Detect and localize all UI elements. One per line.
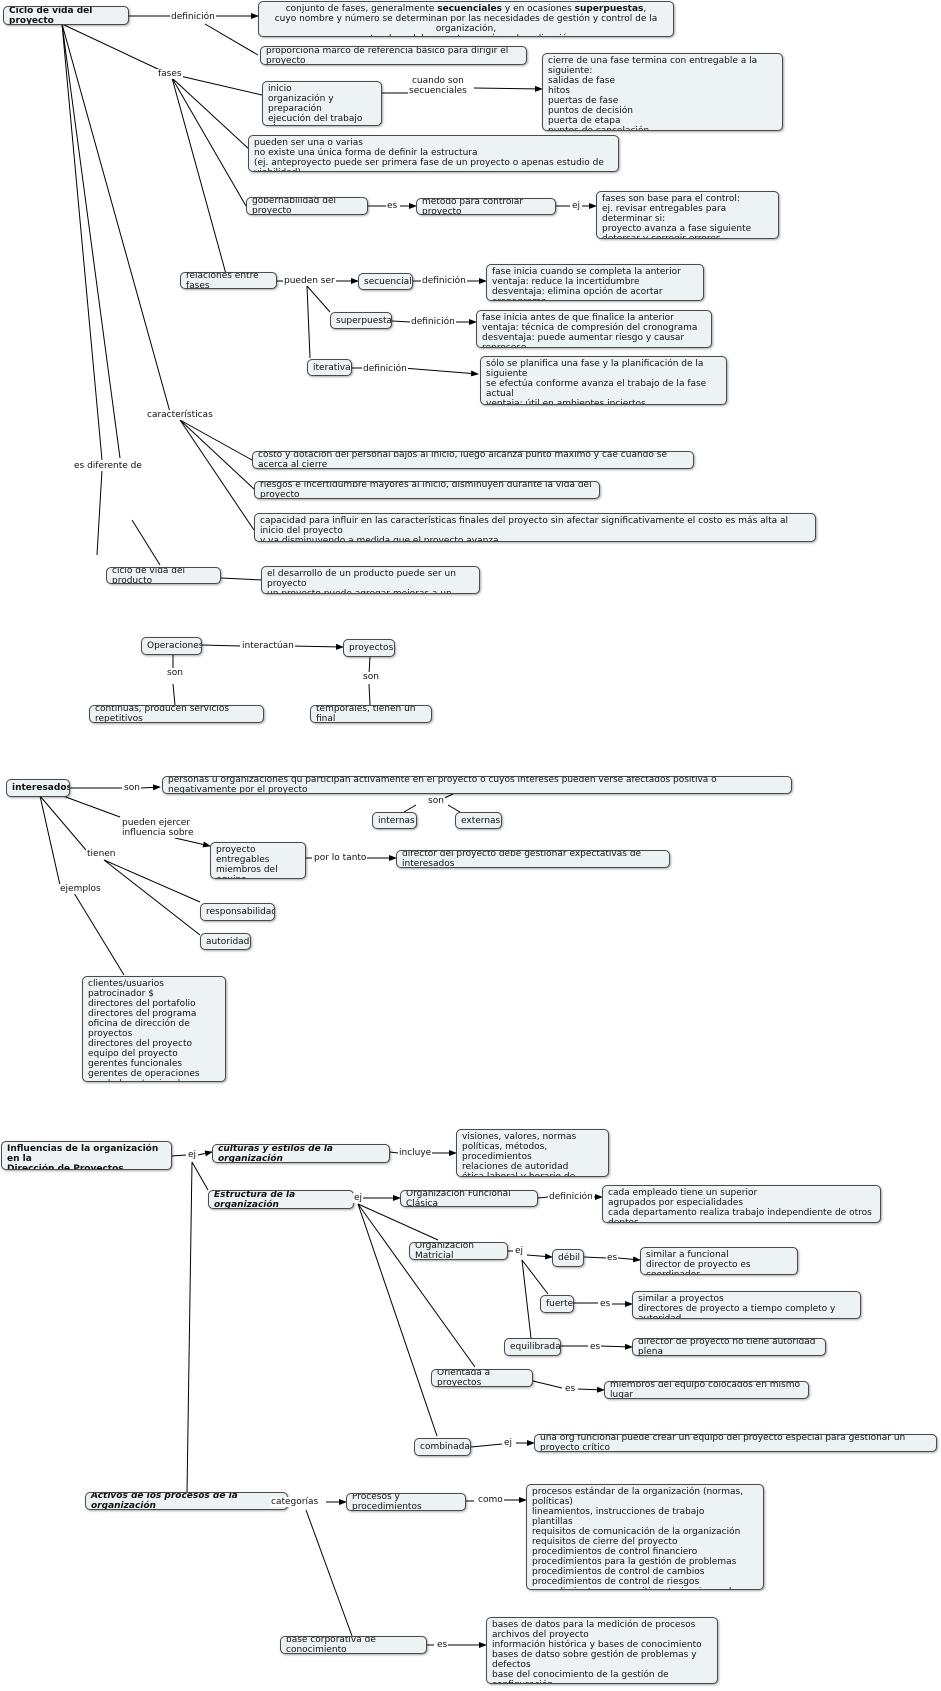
temporales-node: temporales, tienen un final: [310, 705, 432, 723]
label-caracteristicas: características: [146, 410, 214, 420]
estructura-organizacion-node: Estructura de la organización: [208, 1190, 354, 1209]
label-es: es: [564, 1384, 577, 1394]
label-ejemplos: ejemplos: [59, 884, 102, 894]
orientada-es-node: miembros del equipo colocados en mismo l…: [604, 1381, 809, 1399]
fases-base-control-node: fases son base para el control: ej. revi…: [596, 191, 779, 239]
metodo-controlar-node: método para controlar proyecto: [416, 198, 556, 215]
secuencial-def-node: fase inicia cuando se completa la anteri…: [486, 264, 704, 301]
una-o-varias-node: pueden ser una o varias no existe una ún…: [248, 135, 619, 172]
superpuesta-node: superpuesta: [330, 312, 392, 329]
label-es: es: [436, 1640, 449, 1650]
label-son: son: [123, 783, 141, 793]
influencias-node: Influencias de la organización en la Dir…: [1, 1141, 172, 1170]
label-definicion: definición: [170, 12, 216, 22]
ciclo-vida-producto-node: ciclo de vida del producto: [106, 567, 221, 584]
label-pueden-ejercer: pueden ejercer influencia sobre: [121, 818, 195, 838]
desarrollo-producto-node: el desarrollo de un producto puede ser u…: [261, 566, 480, 594]
secuencial-node: secuencial: [358, 273, 413, 290]
ejemplos-list-node: clientes/usuarios patrocinador $ directo…: [82, 976, 226, 1082]
label-ej: ej: [503, 1438, 514, 1448]
responsabilidad-node: responsabilidad: [200, 903, 275, 921]
label-es: es: [606, 1253, 619, 1263]
marco-referencia-node: proporciona marco de referencia básico p…: [260, 46, 527, 65]
personas-organizaciones-node: personas u organizaciones qu participan …: [162, 776, 792, 794]
capacidad-influir-node: capacidad para influir en las caracterís…: [254, 513, 816, 542]
funcional-def-node: cada empleado tiene un superior agrupado…: [602, 1185, 881, 1223]
equilibrada-es-node: director de proyecto no tiene autoridad …: [632, 1338, 826, 1356]
superpuesta-def-node: fase inicia antes de que finalice la ant…: [476, 310, 712, 348]
label-ej: ej: [514, 1246, 525, 1256]
director-gestionar-node: director del proyecto debe gestionar exp…: [396, 850, 670, 868]
combinada-node: combinada: [414, 1438, 471, 1456]
visiones-valores-node: visiones, valores, normas políticas, mét…: [456, 1129, 609, 1177]
base-corporativa-node: base corporativa de conocimiento: [280, 1636, 427, 1654]
activos-procesos-node: Activos de los procesos de la organizaci…: [85, 1492, 288, 1510]
gobernabilidad-node: gobernabilidad del proyecto: [246, 197, 368, 215]
label-categorias: categorías: [270, 1497, 320, 1507]
label-es-diferente: es diferente de: [73, 461, 143, 471]
fases-list-node: inicio organización y preparación ejecuc…: [262, 81, 382, 126]
label-pueden-ser: pueden ser: [283, 276, 336, 286]
fuerte-es-node: similar a proyectos directores de proyec…: [632, 1291, 861, 1319]
label-ej: ej: [187, 1150, 198, 1160]
debil-es-node: similar a funcional director de proyecto…: [640, 1247, 798, 1275]
label-fases: fases: [157, 69, 183, 79]
label-definicion: definición: [548, 1192, 594, 1202]
label-son: son: [362, 672, 380, 682]
definicion-conjunto-fases-node: conjunto de fases, generalmente secuenci…: [258, 1, 674, 37]
proyectos-node: proyectos: [343, 639, 395, 657]
iterativa-node: iterativa: [307, 359, 352, 376]
label-definicion: definición: [362, 364, 408, 374]
externas-node: externas: [455, 812, 502, 829]
label-ej: ej: [571, 201, 582, 211]
combinada-ej-node: una org funcional puede crear un equipo …: [534, 1434, 937, 1452]
label-como: como: [477, 1495, 504, 1505]
orientada-proyectos-node: Orientada a proyectos: [431, 1369, 533, 1387]
bases-datos-list-node: bases de datos para la medición de proce…: [486, 1617, 718, 1684]
relaciones-fases-node: relaciones entre fases: [180, 272, 277, 289]
label-son: son: [427, 796, 445, 806]
label-es: es: [599, 1299, 612, 1309]
label-ej: ej: [353, 1193, 364, 1203]
label-incluye: incluye: [398, 1148, 433, 1158]
riesgos-node: riesgos e incertidumbre mayores al inici…: [254, 481, 600, 499]
label-definicion: definición: [410, 317, 456, 327]
label-interactuan: interactúan: [241, 641, 295, 651]
label-es: es: [386, 201, 399, 211]
ciclo-vida-proyecto-node: Ciclo de vida del proyecto: [3, 6, 129, 25]
continuas-node: continuas, producen servicios repetitivo…: [89, 705, 264, 723]
interesados-node: interesados: [6, 779, 70, 797]
procesos-list-node: procesos estándar de la organización (no…: [526, 1484, 764, 1590]
label-tienen: tienen: [86, 849, 117, 859]
label-son: son: [166, 668, 184, 678]
cierre-fase-node: cierre de una fase termina con entregabl…: [542, 53, 783, 131]
internas-node: internas: [372, 812, 417, 829]
culturas-estilos-node: culturas y estilos de la organización: [212, 1144, 390, 1163]
label-es: es: [589, 1342, 602, 1352]
iterativa-def-node: sólo se planifica una fase y la planific…: [480, 356, 727, 405]
matricial-node: Organización Matricial: [409, 1242, 508, 1260]
funcional-clasica-node: Organización Funcional Clásica: [400, 1190, 538, 1207]
costo-dotacion-node: costo y dotación del personal bajos al i…: [252, 451, 694, 469]
proyecto-entregables-node: proyecto entregables miembros del equipo: [210, 842, 306, 879]
label-por-lo-tanto: por lo tanto: [313, 853, 368, 863]
procesos-procedimientos-node: Procesos y procedimientos: [346, 1493, 466, 1511]
fuerte-node: fuerte: [540, 1295, 574, 1313]
operaciones-node: Operaciones: [141, 637, 202, 655]
equilibrada-node: equilibrada: [504, 1338, 561, 1356]
debil-node: débil: [552, 1249, 584, 1267]
label-definicion: definición: [421, 276, 467, 286]
autoridad-node: autoridad: [200, 933, 251, 950]
label-cuando-secuenciales: cuando son secuenciales: [408, 76, 468, 96]
